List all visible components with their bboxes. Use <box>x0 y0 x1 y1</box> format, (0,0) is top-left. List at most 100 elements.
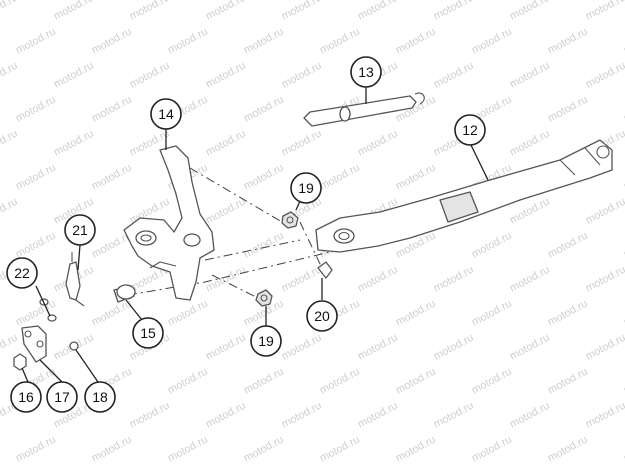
watermark-text: motod.ru <box>470 26 514 57</box>
watermark-text: motod.ru <box>546 230 590 261</box>
watermark-text: motod.ru <box>242 26 286 57</box>
watermark-text: motod.ru <box>204 196 248 227</box>
callout-13: 13 <box>350 56 382 88</box>
watermark-text: motod.ru <box>546 366 590 397</box>
watermark-text: motod.ru <box>394 162 438 193</box>
watermark-text: motod.ru <box>280 400 324 431</box>
watermark-text: motod.ru <box>90 26 134 57</box>
watermark-text: motod.ru <box>242 162 286 193</box>
watermark-text: motod.ru <box>128 60 172 91</box>
watermark-text: motod.ru <box>166 26 210 57</box>
watermark-text: motod.ru <box>394 298 438 329</box>
watermark-text: motod.ru <box>14 162 58 193</box>
watermark-text: motod.ru <box>280 264 324 295</box>
watermark-text: motod.ru <box>508 400 552 431</box>
watermark-text: motod.ru <box>280 60 324 91</box>
watermark-text: motod.ru <box>204 128 248 159</box>
watermark-text: motod.ru <box>356 332 400 363</box>
part-20-bolt <box>317 261 333 279</box>
watermark-text: motod.ru <box>128 400 172 431</box>
callout-14: 14 <box>150 98 182 130</box>
part-16-nut <box>13 353 27 371</box>
watermark-text: motod.ru <box>90 434 134 465</box>
watermark-text: motod.ru <box>584 264 625 295</box>
watermark-text: motod.ru <box>52 60 96 91</box>
watermark-text: motod.ru <box>52 128 96 159</box>
part-19-nut-lower <box>255 289 273 307</box>
watermark-text: motod.ru <box>546 26 590 57</box>
watermark-text: motod.ru <box>242 94 286 125</box>
watermark-text: motod.ru <box>546 298 590 329</box>
part-17-plate <box>21 325 47 363</box>
watermark-text: motod.ru <box>432 0 476 23</box>
watermark-text: motod.ru <box>584 60 625 91</box>
watermark-text: motod.ru <box>204 60 248 91</box>
watermark-text: motod.ru <box>546 434 590 465</box>
watermark-text: motod.ru <box>394 26 438 57</box>
watermark-text: motod.ru <box>470 434 514 465</box>
watermark-text: motod.ru <box>280 128 324 159</box>
callout-16-label: 16 <box>18 389 34 405</box>
callout-12: 12 <box>454 114 486 146</box>
watermark-text: motod.ru <box>280 332 324 363</box>
watermark-text: motod.ru <box>356 128 400 159</box>
watermark-text: motod.ru <box>204 400 248 431</box>
watermark-text: motod.ru <box>0 128 20 159</box>
part-14-bracket <box>123 145 215 301</box>
callout-14-label: 14 <box>158 106 174 122</box>
watermark-text: motod.ru <box>90 94 134 125</box>
watermark-text: motod.ru <box>432 264 476 295</box>
part-18-washer <box>69 341 79 351</box>
watermark-text: motod.ru <box>432 60 476 91</box>
callout-22-label: 22 <box>14 265 30 281</box>
watermark-text: motod.ru <box>52 0 96 23</box>
watermark-text: motod.ru <box>584 0 625 23</box>
watermark-text: motod.ru <box>394 366 438 397</box>
watermark-text: motod.ru <box>546 94 590 125</box>
watermark-text: motod.ru <box>204 332 248 363</box>
part-12-stand-bar <box>315 139 613 253</box>
part-13-pin <box>303 92 425 127</box>
callout-19-upper: 19 <box>290 172 322 204</box>
watermark-text: motod.ru <box>318 434 362 465</box>
watermark-text: motod.ru <box>204 0 248 23</box>
callout-19-upper-label: 19 <box>298 180 314 196</box>
callout-17: 17 <box>46 381 78 413</box>
callout-22: 22 <box>6 257 38 289</box>
assembly-lines <box>127 167 331 301</box>
watermark-text: motod.ru <box>128 0 172 23</box>
watermark-text: motod.ru <box>14 298 58 329</box>
callout-21: 21 <box>64 214 96 246</box>
watermark-text: motod.ru <box>242 434 286 465</box>
watermark-text: motod.ru <box>14 434 58 465</box>
watermark-text: motod.ru <box>508 128 552 159</box>
part-21-switch <box>65 252 85 307</box>
callout-19-lower: 19 <box>250 325 282 357</box>
watermark-text: motod.ru <box>14 230 58 261</box>
callout-15-label: 15 <box>140 325 156 341</box>
watermark-text: motod.ru <box>584 196 625 227</box>
callout-18: 18 <box>84 381 116 413</box>
watermark-text: motod.ru <box>14 26 58 57</box>
watermark-text: motod.ru <box>356 264 400 295</box>
watermark-text: motod.ru <box>470 366 514 397</box>
callout-12-label: 12 <box>462 122 478 138</box>
watermark-text: motod.ru <box>470 230 514 261</box>
watermark-text: motod.ru <box>0 0 20 23</box>
watermark-text: motod.ru <box>0 196 20 227</box>
callout-15: 15 <box>132 317 164 349</box>
callout-20-label: 20 <box>314 308 330 324</box>
watermark-text: motod.ru <box>432 332 476 363</box>
watermark-text: motod.ru <box>356 0 400 23</box>
callout-13-label: 13 <box>358 64 374 80</box>
watermark-text: motod.ru <box>508 264 552 295</box>
callout-18-label: 18 <box>92 389 108 405</box>
watermark-text: motod.ru <box>14 94 58 125</box>
watermark-text: motod.ru <box>166 366 210 397</box>
watermark-text: motod.ru <box>242 230 286 261</box>
watermark-text: motod.ru <box>394 434 438 465</box>
watermark-text: motod.ru <box>584 332 625 363</box>
watermark-text: motod.ru <box>242 366 286 397</box>
watermark-text: motod.ru <box>508 0 552 23</box>
